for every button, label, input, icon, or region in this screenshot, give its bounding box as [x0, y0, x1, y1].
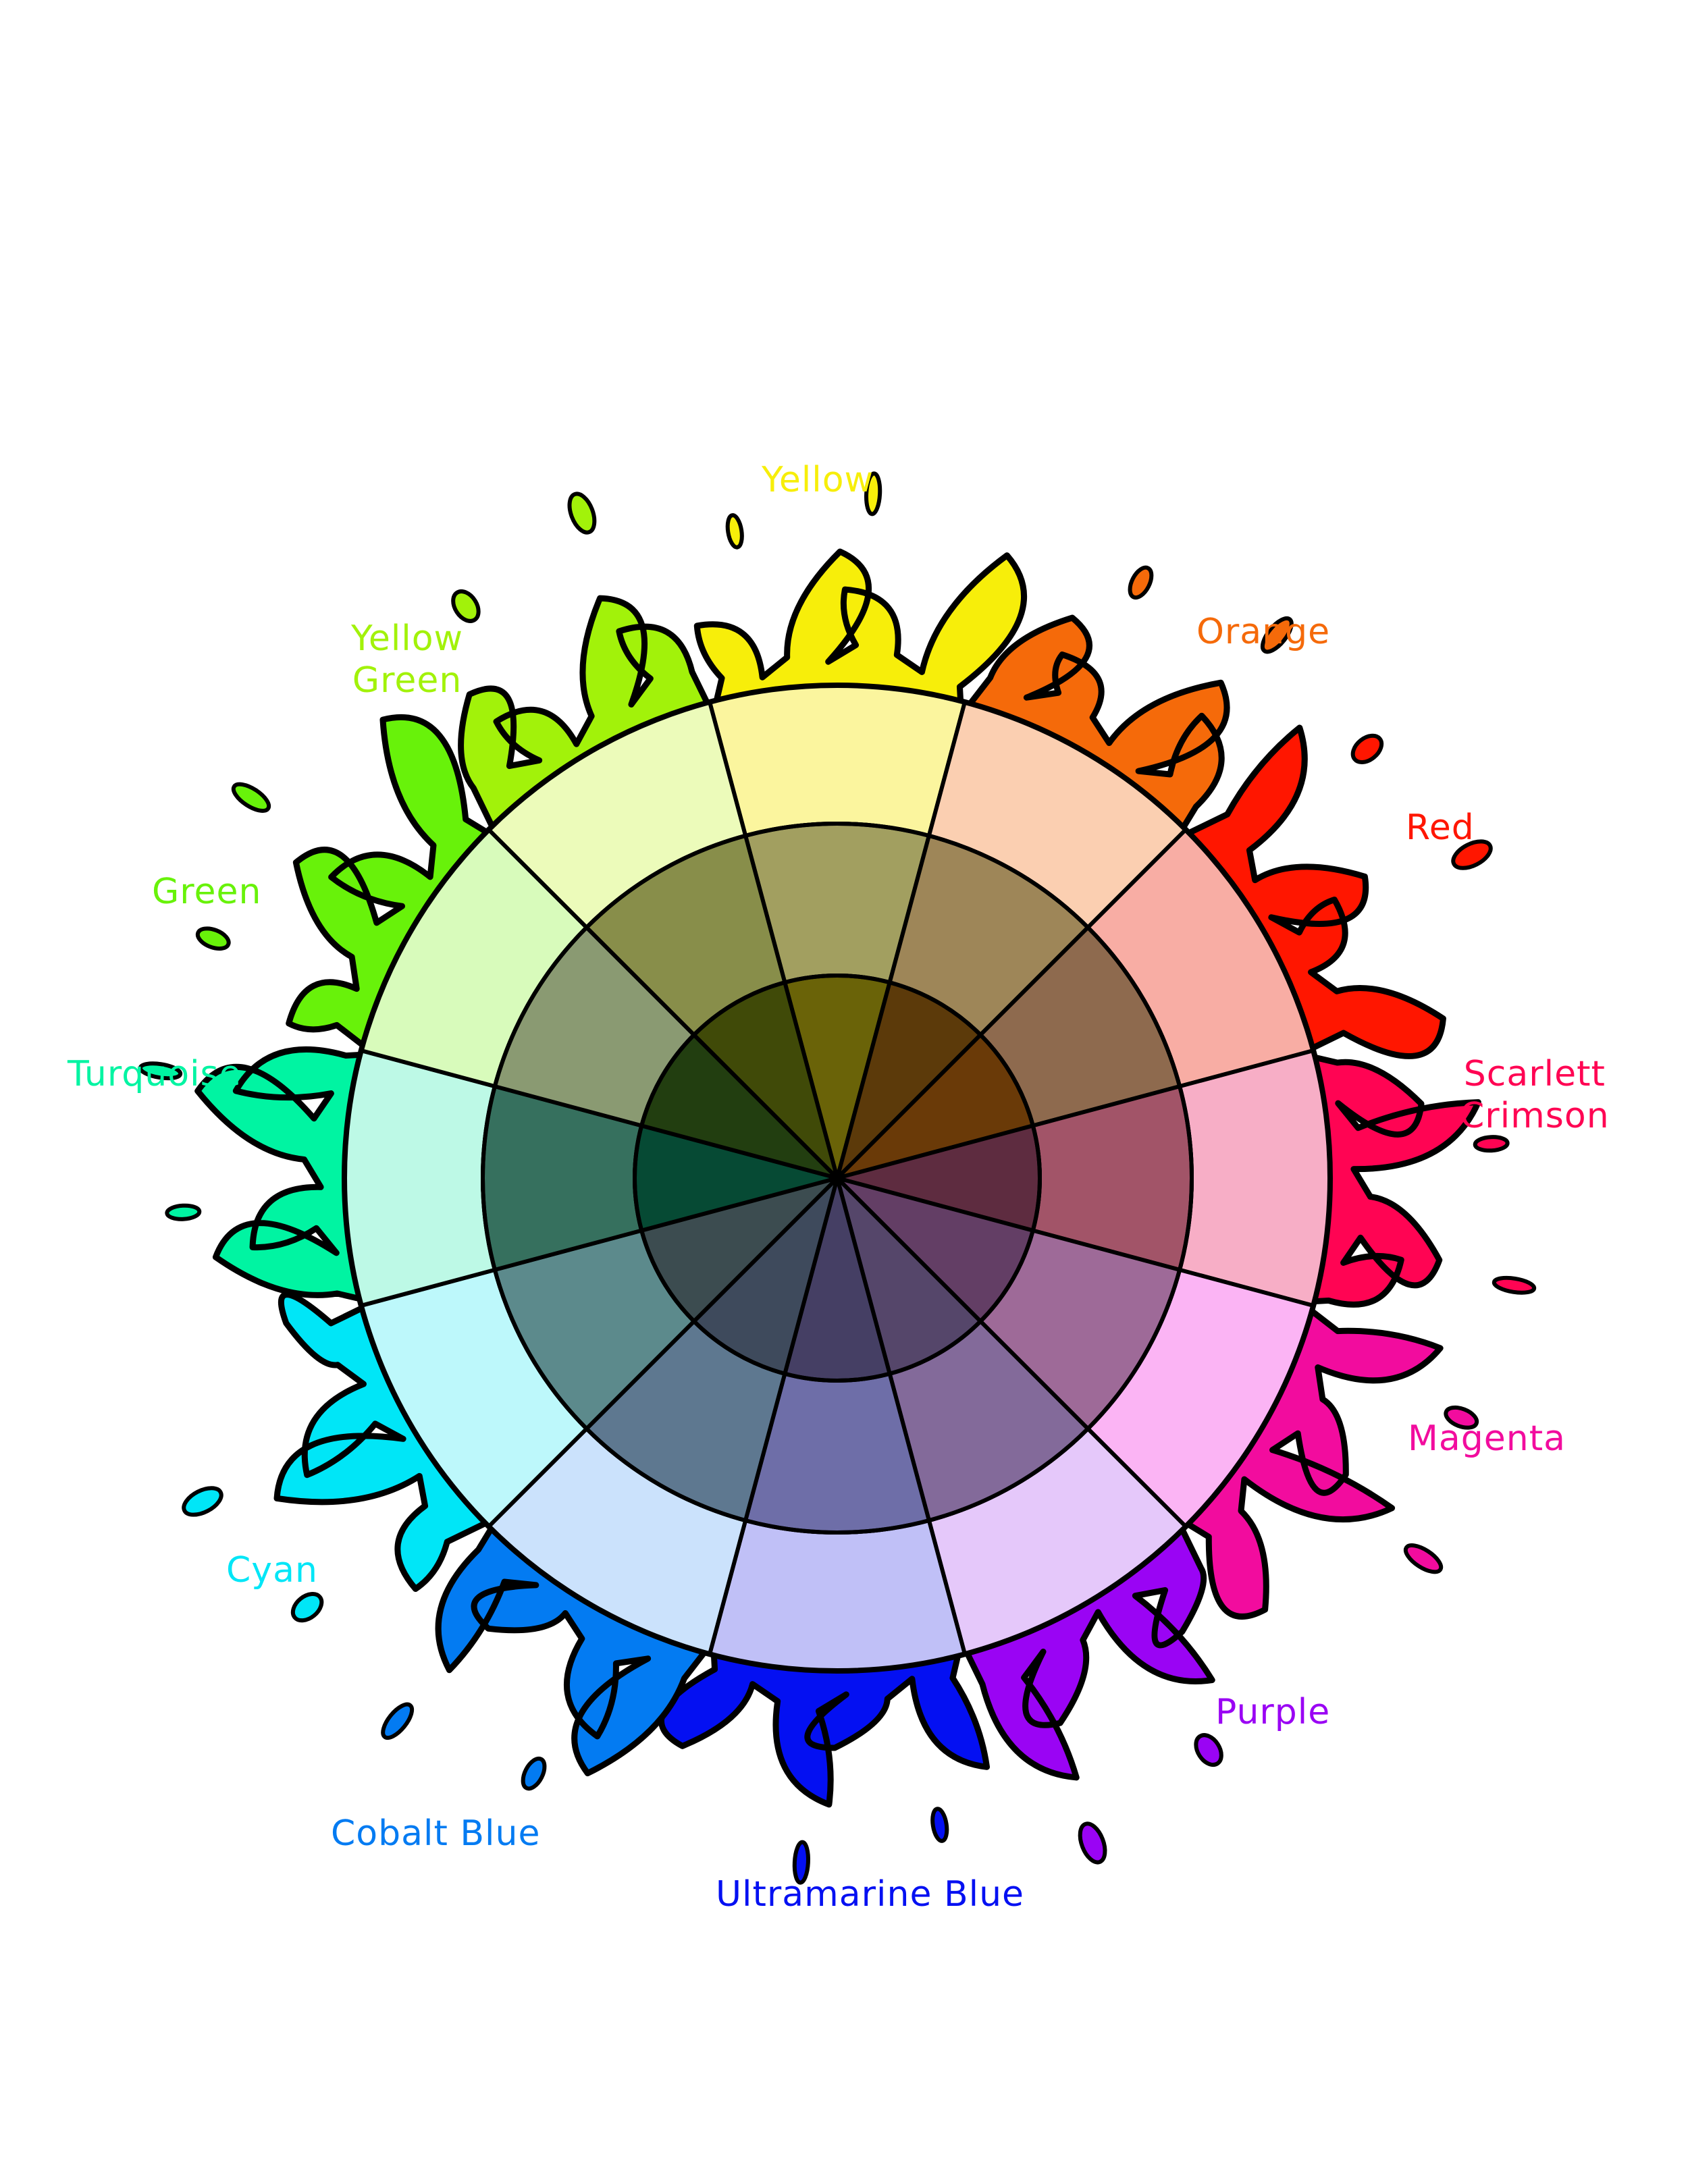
- droplet-purple-2: [1078, 1821, 1107, 1865]
- label-ultramarine-blue: Ultramarine Blue: [716, 1873, 1024, 1915]
- label-purple-line-1: Purple: [1215, 1692, 1331, 1732]
- label-turquoise: Turquoise: [68, 1053, 242, 1095]
- tint-scarlett-crimson: [1177, 1048, 1332, 1308]
- label-green-line-1: Green: [152, 872, 262, 912]
- droplet-red-2: [1451, 839, 1493, 870]
- droplet-turquoise-2: [138, 1061, 183, 1081]
- tint-ultramarine-blue: [707, 1518, 968, 1673]
- label-green: Green: [152, 871, 261, 913]
- label-cobalt-blue-line-1: Cobalt Blue: [331, 1813, 541, 1854]
- droplet-green-2: [231, 782, 271, 813]
- label-yellow-green-line-1: Yellow: [351, 618, 464, 659]
- flame-purple: [958, 1514, 1215, 1781]
- label-yellow-green-line-2: Green: [352, 660, 463, 701]
- droplet-yellow-green-2: [567, 491, 597, 535]
- tint-yellow: [707, 683, 968, 838]
- droplet-orange-1: [1128, 565, 1154, 600]
- label-purple: Purple: [1215, 1691, 1330, 1733]
- label-ultramarine-blue-line-1: Ultramarine Blue: [716, 1874, 1025, 1915]
- flame-green: [286, 714, 502, 1057]
- droplet-magenta-2: [1403, 1543, 1444, 1574]
- label-scarlett-crimson-line-1: Scarlett: [1463, 1054, 1606, 1094]
- wheel-outlines: [342, 683, 1333, 1674]
- outer-ring-outline: [342, 683, 1333, 1674]
- droplet-cyan-1: [290, 1592, 324, 1623]
- droplet-cobalt-blue-1: [521, 1756, 547, 1791]
- flame-yellow: [693, 548, 1028, 718]
- droplet-cyan-2: [182, 1486, 223, 1517]
- label-cyan-line-1: Cyan: [226, 1550, 318, 1591]
- droplet-red-1: [1350, 733, 1384, 764]
- label-cobalt-blue: Cobalt Blue: [331, 1813, 540, 1855]
- droplet-yellow-green-1: [451, 589, 481, 623]
- flame-cyan: [273, 1291, 502, 1592]
- label-red-line-1: Red: [1406, 807, 1475, 848]
- droplet-scarlett-crimson-2: [1492, 1275, 1537, 1295]
- droplet-magenta-1: [1444, 1405, 1479, 1430]
- droplet-ultramarine-blue-2: [792, 1840, 810, 1885]
- label-yellow-line-1: Yellow: [762, 460, 874, 500]
- tint-turquoise: [342, 1048, 498, 1308]
- flame-ultramarine-blue: [658, 1638, 991, 1808]
- droplet-purple-1: [1194, 1733, 1223, 1767]
- flame-magenta: [1173, 1299, 1444, 1620]
- label-orange: Orange: [1196, 611, 1330, 653]
- droplet-green-1: [195, 926, 231, 951]
- flame-droplets: [138, 471, 1537, 1885]
- flame-red: [1173, 724, 1446, 1059]
- droplet-turquoise-1: [165, 1203, 202, 1221]
- label-red: Red: [1406, 807, 1475, 849]
- droplet-orange-2: [1260, 616, 1294, 654]
- inner-ring-outline: [633, 974, 1042, 1383]
- flame-yellow-green: [458, 595, 716, 843]
- droplet-cobalt-blue-2: [381, 1702, 415, 1740]
- label-orange-line-1: Orange: [1196, 612, 1331, 652]
- label-scarlett-crimson-line-2: Crimson: [1460, 1096, 1610, 1137]
- label-yellow: Yellow: [762, 459, 874, 501]
- droplet-ultramarine-blue-1: [930, 1807, 949, 1843]
- flame-scarlett-crimson: [1297, 1050, 1481, 1308]
- middle-ring-outline: [481, 822, 1194, 1535]
- label-magenta-line-1: Magenta: [1408, 1418, 1566, 1459]
- flame-ring: [194, 548, 1481, 1808]
- flame-turquoise: [194, 1046, 377, 1306]
- flame-cobalt-blue: [435, 1514, 716, 1777]
- droplet-yellow-2: [864, 471, 882, 516]
- label-magenta: Magenta: [1408, 1418, 1566, 1460]
- center-point: [829, 1170, 845, 1186]
- label-cyan: Cyan: [226, 1549, 318, 1591]
- flame-orange: [958, 614, 1230, 843]
- droplet-scarlett-crimson-1: [1473, 1135, 1510, 1153]
- label-turquoise-line-1: Turquoise: [68, 1054, 242, 1094]
- droplet-yellow-1: [725, 513, 744, 550]
